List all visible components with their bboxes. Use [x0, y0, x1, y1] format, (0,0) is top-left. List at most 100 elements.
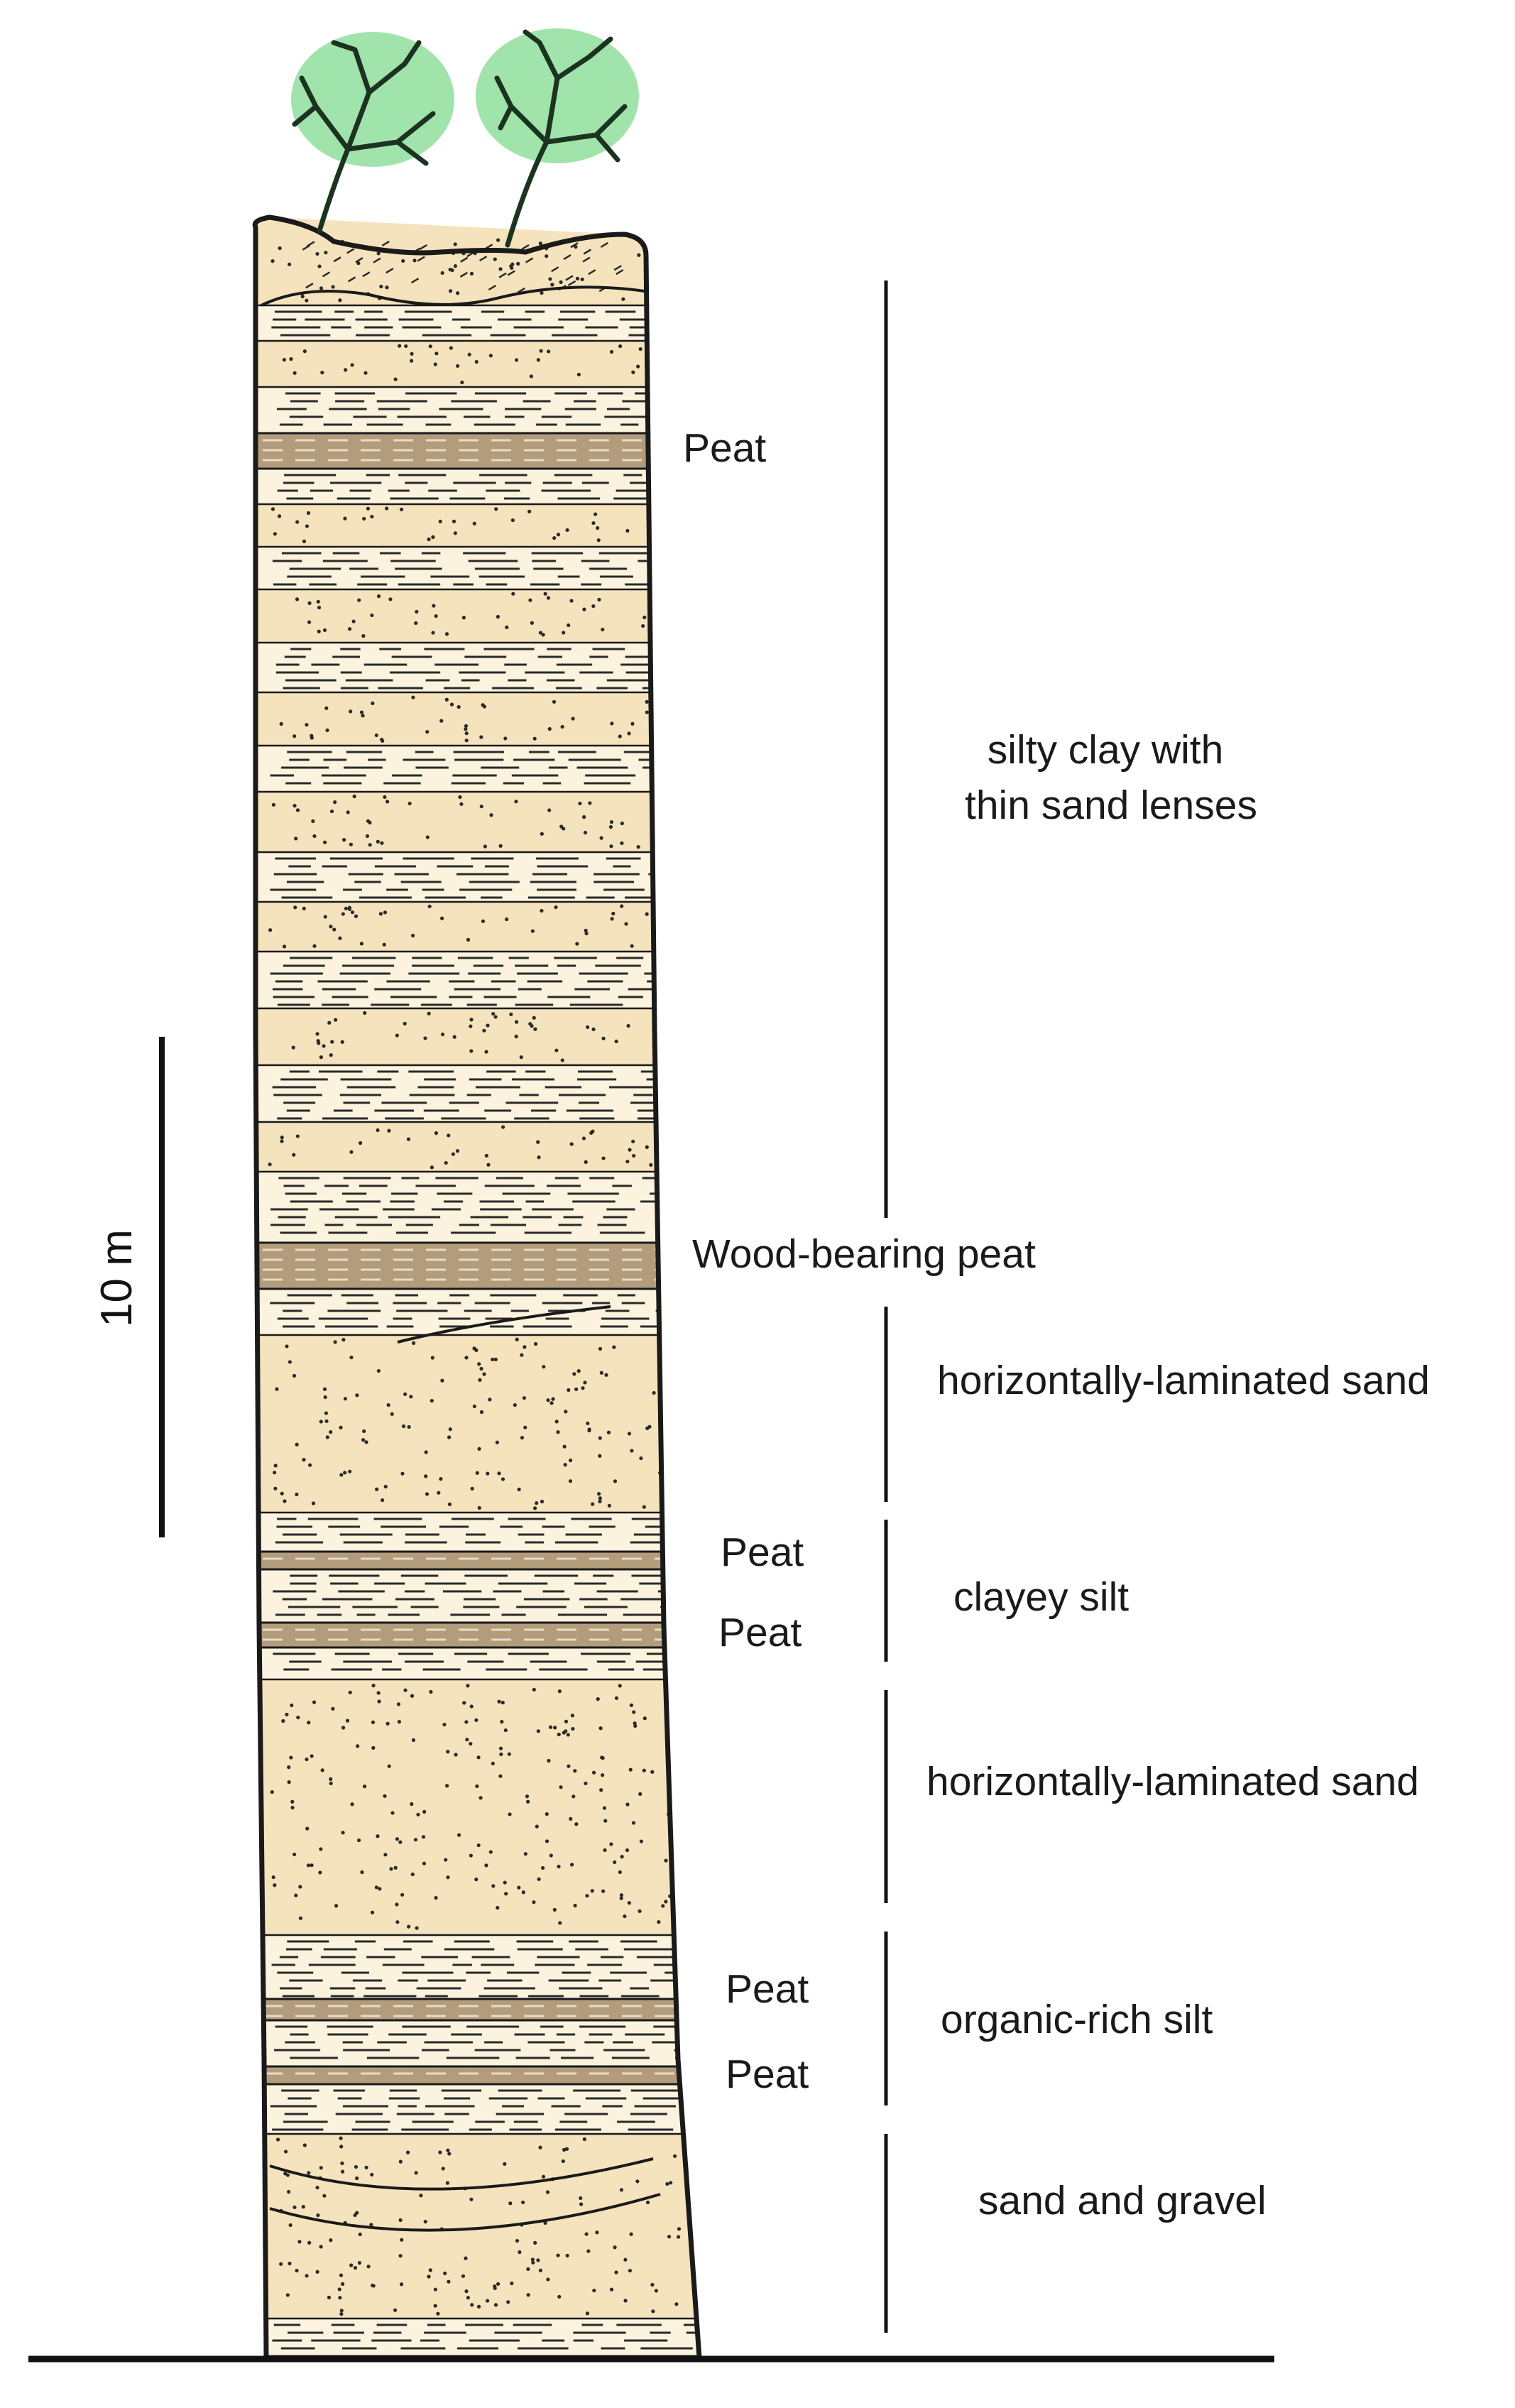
sand-dot: [324, 251, 328, 255]
sand-dot: [569, 599, 574, 603]
sand-dot: [562, 1731, 566, 1735]
silt-layer: [255, 952, 700, 1008]
sand-dot: [322, 1387, 327, 1391]
sand-dot: [354, 2164, 359, 2169]
sand-dot: [624, 922, 628, 926]
sand-dot: [434, 352, 439, 356]
wood-bearing-peat-label: Wood-bearing peat: [692, 1231, 1036, 1277]
sand-dot: [571, 717, 575, 721]
sand-dot: [289, 356, 293, 361]
sand-dot: [273, 532, 277, 536]
sand-dot: [383, 1794, 387, 1798]
sand-dot: [383, 1484, 388, 1489]
sand-dot: [380, 841, 384, 845]
sand-dot: [456, 704, 461, 709]
sand-dot: [477, 1447, 481, 1451]
sand-dot: [322, 840, 327, 844]
sand-dot: [281, 1718, 285, 1723]
sand-dot: [527, 509, 532, 513]
sand-dot: [556, 1430, 560, 1434]
sand-dot: [343, 1397, 347, 1401]
sand-dot: [316, 599, 320, 604]
sand-dot: [564, 1719, 569, 1723]
sand-dot: [305, 298, 309, 303]
sand-dot: [505, 917, 509, 922]
sand-dot: [552, 536, 557, 540]
sand-dot: [310, 736, 314, 740]
sand-dot: [528, 598, 532, 602]
sand-dot: [568, 1458, 573, 1463]
sand-dot: [349, 1150, 354, 1154]
sand-dot: [675, 1809, 679, 1814]
sand-dot: [470, 2303, 474, 2307]
sand-dot: [364, 1440, 368, 1444]
sand-dot: [342, 838, 346, 842]
sand-dot: [295, 2268, 299, 2273]
sand-dot: [509, 1012, 513, 1017]
sand-dot: [390, 1412, 394, 1416]
soil-mark: [613, 265, 622, 271]
sand-dot: [296, 1715, 300, 1720]
sand-dot: [582, 815, 586, 819]
soil-mark: [305, 283, 314, 289]
unit-label: clayey silt: [953, 1574, 1129, 1620]
sand-dot: [295, 1134, 300, 1138]
sand-dot: [535, 1824, 539, 1829]
sand-dot: [347, 627, 352, 631]
sand-dot: [385, 800, 390, 804]
sand-dot: [515, 1337, 519, 1341]
sand-dot: [635, 364, 640, 369]
sand-dot: [423, 1036, 427, 1040]
sand-dot: [627, 1432, 632, 1436]
sand-dot: [329, 2238, 333, 2243]
sand-dot: [481, 703, 485, 707]
sand-dot: [356, 1744, 360, 1748]
sand-dot: [601, 627, 605, 632]
sand-dot: [486, 2299, 490, 2303]
sand-dot: [580, 277, 584, 282]
sand-dot: [661, 256, 665, 261]
sand-dot: [340, 1040, 344, 1044]
sand-dot: [452, 1035, 456, 1039]
sand-dot: [567, 623, 571, 628]
sand-dot: [290, 1805, 295, 1810]
sand-dot: [414, 2171, 418, 2175]
sand-dot: [671, 592, 675, 596]
sand-dot: [567, 1388, 571, 1393]
sand-dot: [411, 1341, 416, 1345]
sand-dot: [383, 910, 388, 915]
sand-dot: [290, 1703, 294, 1708]
sand-dot: [371, 2283, 375, 2288]
sand-dot: [489, 813, 493, 817]
sand-dot: [357, 2261, 362, 2265]
sand-dot: [517, 1885, 521, 1890]
sand-dot: [458, 795, 462, 800]
sand-dot: [319, 2166, 323, 2170]
sand-dot: [575, 942, 579, 946]
sand-dot: [484, 1050, 488, 1054]
sand-dot: [439, 1477, 443, 1481]
sand-dot: [433, 362, 437, 366]
sand-dot: [620, 904, 624, 908]
sand-dot: [597, 597, 601, 602]
sand-dot: [295, 520, 300, 524]
sand-dot: [676, 2235, 681, 2239]
sand-dot: [428, 344, 432, 349]
soil-mark: [588, 269, 596, 276]
sand-dot: [526, 2267, 530, 2272]
sand-dot: [300, 294, 305, 299]
unit-label: horizontally-laminated sand: [926, 1759, 1419, 1804]
peat-band: [255, 1552, 700, 1569]
sand-dot: [350, 363, 354, 367]
column-top-surface: [261, 285, 645, 307]
sand-dot: [545, 1839, 549, 1843]
sand-dot: [610, 917, 614, 921]
sand-dot: [649, 290, 654, 295]
sand-dot: [447, 2279, 451, 2284]
sand-dot: [444, 1160, 448, 1165]
sand-dot: [288, 2261, 292, 2266]
soil-mark: [373, 257, 381, 263]
sand-dot: [469, 2197, 474, 2201]
sand-dot: [516, 261, 520, 266]
